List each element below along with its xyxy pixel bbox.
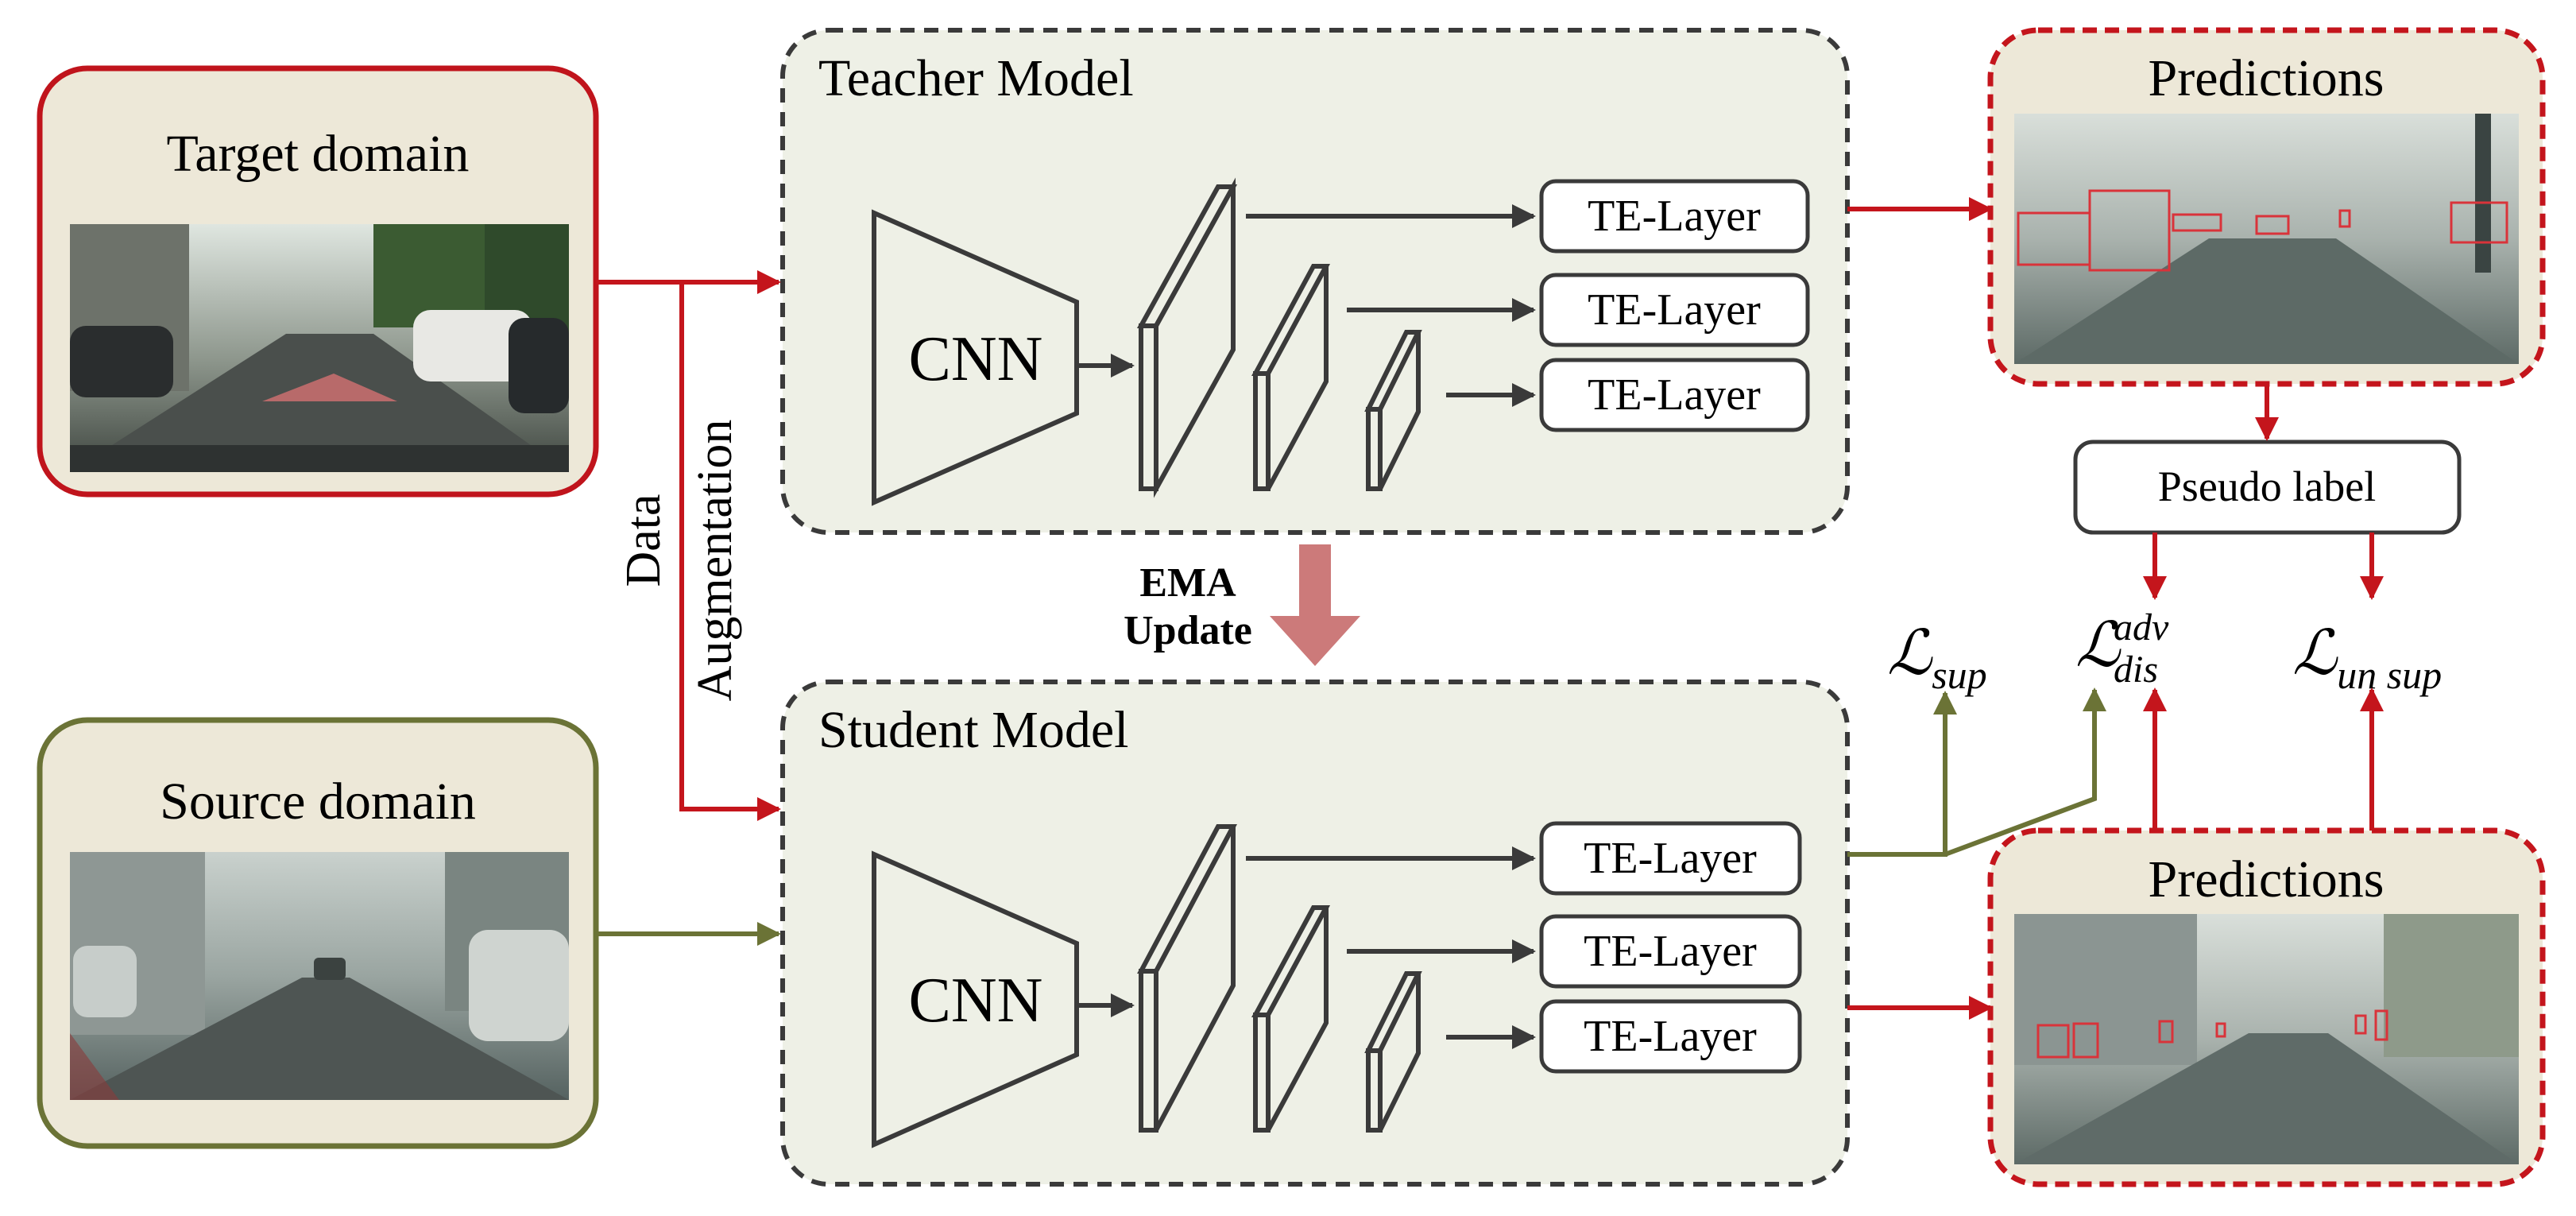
source-domain-panel: Source domain bbox=[37, 717, 599, 1149]
predictions-bottom-title: Predictions bbox=[2149, 850, 2385, 908]
target-domain-title: Target domain bbox=[167, 125, 470, 183]
student-feature-maps bbox=[1137, 824, 1422, 1133]
teacher-te-layer-2-label: TE-Layer bbox=[1588, 285, 1761, 335]
loss-dis-sup: adv bbox=[2114, 606, 2169, 649]
ema-update: EMA Update bbox=[1124, 544, 1360, 666]
student-to-losses-arrows bbox=[1847, 687, 2384, 857]
teacher-model-title: Teacher Model bbox=[818, 49, 1134, 107]
ema-update-line1: EMA bbox=[1139, 560, 1236, 606]
teacher-te-layer-1: TE-Layer bbox=[1539, 179, 1810, 254]
loss-unsup-sub: un sup bbox=[2337, 653, 2442, 697]
source-domain-image bbox=[70, 852, 569, 1100]
input-arrows bbox=[596, 270, 781, 946]
pseudo-label-text: Pseudo label bbox=[2158, 463, 2376, 510]
teacher-te-layer-3: TE-Layer bbox=[1539, 358, 1810, 432]
teacher-feature-maps bbox=[1136, 177, 1422, 498]
source-domain-title: Source domain bbox=[160, 773, 476, 831]
teacher-te-layer-1-label: TE-Layer bbox=[1588, 192, 1761, 241]
target-domain-image bbox=[70, 224, 569, 472]
teacher-model-box: Teacher Model CNN TE-Layer TE-Layer bbox=[780, 28, 1850, 535]
teacher-te-layer-3-label: TE-Layer bbox=[1588, 370, 1761, 420]
loss-dis-sub: dis bbox=[2114, 649, 2158, 691]
teacher-te-layer-2: TE-Layer bbox=[1539, 273, 1810, 347]
loss-sup: ℒsup bbox=[1887, 618, 1987, 697]
student-te-layer-1-label: TE-Layer bbox=[1584, 834, 1757, 883]
data-augmentation-line2: Augmentation bbox=[688, 420, 742, 702]
student-cnn-label: CNN bbox=[909, 966, 1043, 1036]
student-te-layer-3: TE-Layer bbox=[1539, 999, 1802, 1074]
predictions-top-image bbox=[2014, 114, 2519, 364]
student-model-title: Student Model bbox=[818, 701, 1129, 759]
ema-update-arrow bbox=[1270, 544, 1360, 666]
loss-unsup: ℒun sup bbox=[2292, 618, 2442, 697]
loss-sup-sub: sup bbox=[1932, 653, 1986, 697]
teacher-cnn-label: CNN bbox=[909, 324, 1043, 394]
svg-text:ℒsup: ℒsup bbox=[1887, 618, 1987, 697]
predictions-top-panel: Predictions bbox=[1987, 27, 2546, 387]
loss-unsup-symbol: ℒ bbox=[2292, 618, 2338, 687]
predictions-bottom-image bbox=[2014, 914, 2519, 1164]
data-augmentation-label: Data Augmentation bbox=[617, 420, 742, 702]
pseudo-label-box: Pseudo label bbox=[2073, 440, 2462, 535]
student-te-layer-2: TE-Layer bbox=[1539, 914, 1802, 989]
student-cnn-block: CNN bbox=[872, 850, 1079, 1148]
predictions-top-title: Predictions bbox=[2149, 49, 2385, 107]
loss-dis: ℒ adv dis bbox=[2075, 606, 2169, 691]
predictions-bottom-panel: Predictions bbox=[1987, 827, 2546, 1187]
student-te-layer-3-label: TE-Layer bbox=[1584, 1012, 1757, 1061]
student-model-box: Student Model CNN TE-Layer TE-Layer bbox=[780, 680, 1850, 1187]
loss-sup-symbol: ℒ bbox=[1887, 618, 1933, 687]
data-augmentation-line1: Data bbox=[617, 494, 671, 587]
teacher-cnn-block: CNN bbox=[872, 209, 1079, 506]
ema-update-line2: Update bbox=[1124, 608, 1252, 653]
loss-dis-symbol: ℒ bbox=[2075, 610, 2122, 680]
target-domain-panel: Target domain bbox=[37, 65, 599, 498]
svg-text:ℒun sup: ℒun sup bbox=[2292, 618, 2442, 697]
student-te-layer-2-label: TE-Layer bbox=[1584, 927, 1757, 976]
student-te-layer-1: TE-Layer bbox=[1539, 821, 1802, 896]
